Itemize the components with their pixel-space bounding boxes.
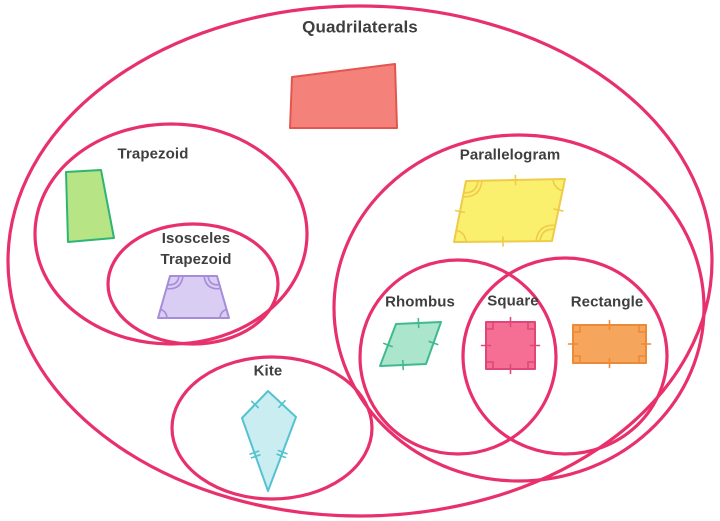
parallelogram-ellipse bbox=[332, 133, 706, 483]
label-square: Square bbox=[487, 292, 539, 310]
example-kite-marks bbox=[249, 399, 288, 459]
example-quadrilateral bbox=[289, 63, 398, 129]
label-quadrilaterals: Quadrilaterals bbox=[302, 17, 418, 37]
label-rectangle: Rectangle bbox=[570, 293, 644, 311]
rectangle-ellipse bbox=[461, 256, 669, 456]
example-square-marks bbox=[480, 316, 541, 375]
quadrilaterals-ellipse bbox=[6, 4, 714, 518]
example-rectangle bbox=[572, 324, 647, 364]
label-kite: Kite bbox=[253, 362, 283, 380]
rhombus-ellipse bbox=[358, 258, 558, 456]
example-parallelogram-marks bbox=[454, 174, 564, 247]
example-rhombus-marks bbox=[382, 317, 439, 371]
example-trapezoid bbox=[65, 169, 115, 243]
example-kite bbox=[241, 390, 297, 492]
label-parallelogram: Parallelogram bbox=[459, 146, 561, 164]
isosceles-trapezoid-ellipse bbox=[106, 222, 280, 346]
kite-ellipse bbox=[170, 355, 374, 501]
example-rectangle-marks bbox=[567, 319, 652, 369]
example-isosceles-trapezoid-marks bbox=[159, 275, 228, 319]
example-square bbox=[485, 321, 536, 370]
label-rhombus: Rhombus bbox=[385, 293, 455, 311]
example-rhombus bbox=[379, 321, 442, 367]
trapezoid-ellipse bbox=[33, 122, 309, 346]
example-parallelogram bbox=[453, 178, 566, 243]
label-isosceles-trapezoid: Isosceles Trapezoid bbox=[160, 230, 232, 268]
label-trapezoid: Trapezoid bbox=[117, 145, 189, 163]
example-isosceles-trapezoid bbox=[157, 275, 230, 319]
